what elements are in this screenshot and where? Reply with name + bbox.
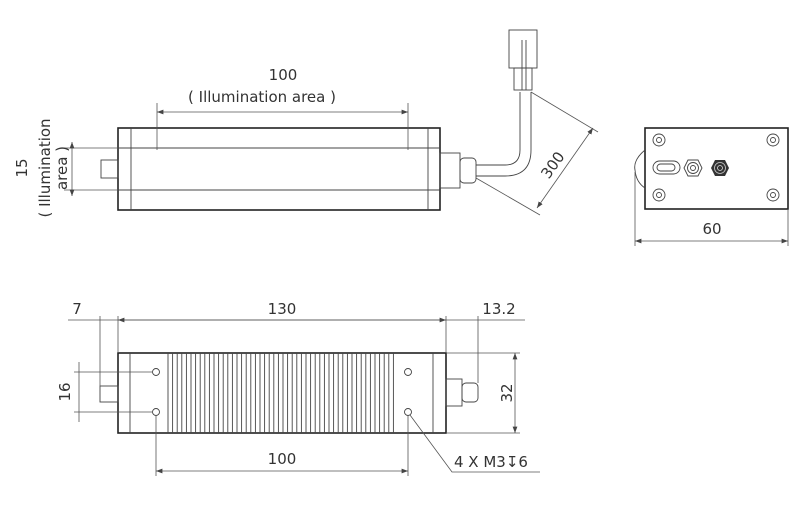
hole-spacing-vertical-value: 16	[56, 382, 74, 401]
cable	[476, 92, 532, 177]
end-width-value: 60	[702, 220, 721, 238]
body-length-value: 130	[268, 300, 297, 318]
cable-length-dimension	[536, 127, 594, 209]
bottom-view: 7 130 13.2 16 32 100 4 X M3↧6	[56, 300, 540, 476]
end-plate-outline	[644, 127, 789, 210]
illumination-width-value: 15	[13, 158, 31, 177]
cable-gland	[445, 378, 479, 407]
cable-gland	[439, 152, 477, 189]
illumination-width-note-1: ( Illumination	[36, 118, 54, 217]
heatsink-fins	[167, 353, 394, 433]
end-view: 60	[634, 127, 789, 246]
top-view: 100 ( Illumination area ) 15 ( Illuminat…	[13, 29, 599, 218]
cable-length-value: 300	[537, 148, 568, 182]
height-value: 32	[498, 383, 516, 402]
mounting-hole	[652, 133, 666, 147]
illumination-length-value: 100	[269, 66, 298, 84]
left-offset-value: 7	[72, 300, 82, 318]
cable	[476, 92, 521, 166]
slot	[652, 160, 681, 175]
top-left-stub	[100, 159, 119, 179]
connector-nut	[711, 160, 729, 176]
hole-callout: 4 X M3↧6	[454, 453, 528, 471]
mounting-hole	[652, 188, 666, 202]
mounting-hole	[766, 188, 780, 202]
top-body-outline	[117, 127, 441, 211]
m3-hole	[152, 368, 160, 376]
m3-hole	[404, 368, 412, 376]
hole-spacing-horizontal-value: 100	[268, 450, 297, 468]
m3-hole	[404, 408, 412, 416]
gland-nut	[683, 159, 703, 177]
bottom-body-outline	[117, 352, 447, 434]
cable-connector	[508, 29, 538, 91]
end-bump	[634, 149, 646, 189]
mounting-hole	[766, 133, 780, 147]
bottom-left-stub	[99, 385, 119, 403]
hole-callout-leader	[409, 414, 540, 473]
illumination-width-note-2: area )	[53, 146, 71, 190]
illumination-length-note: ( Illumination area )	[188, 88, 336, 106]
right-offset-value: 13.2	[482, 300, 515, 318]
m3-hole	[152, 408, 160, 416]
